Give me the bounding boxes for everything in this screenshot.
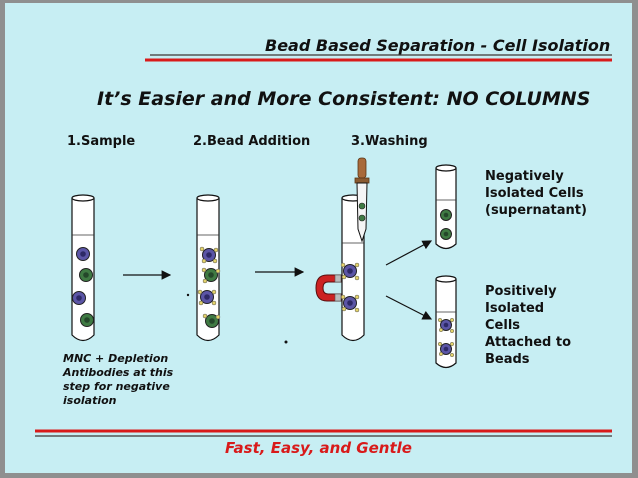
- positive-isolation-label: Positively Isolated Cells Attached to Be…: [485, 284, 572, 367]
- bead-coated-cell: [340, 262, 360, 281]
- bead-coated-cell: [340, 294, 360, 313]
- bead-coated-cell: [437, 317, 455, 334]
- pipette-icon: [354, 157, 370, 243]
- magnet-icon: [315, 274, 342, 302]
- negative-isolation-label: Negatively Isolated Cells (supernatant): [485, 169, 587, 218]
- cell-green: [79, 268, 93, 282]
- tube-positive: [435, 275, 457, 369]
- bead-coated-cell: [199, 246, 219, 264]
- arrow-icon: [385, 295, 433, 320]
- bead-coated-cell: [202, 313, 221, 328]
- tube-negative: [435, 164, 457, 250]
- main-heading: It’s Easier and More Consistent: NO COLU…: [97, 88, 591, 110]
- bead-coated-cell: [197, 289, 217, 306]
- stray-dot: [284, 340, 288, 344]
- step-label-bead-addition: 2.Bead Addition: [193, 134, 311, 149]
- tube-bead-addition: [196, 194, 221, 342]
- cell-green: [440, 228, 452, 240]
- header-title: Bead Based Separation - Cell Isolation: [265, 36, 611, 55]
- cell-green: [80, 313, 94, 327]
- stray-dot: [186, 293, 190, 297]
- slide: Bead Based Separation - Cell Isolation I…: [5, 3, 632, 473]
- bead-coated-cell: [201, 267, 221, 284]
- cell-blue: [76, 247, 90, 261]
- arrow-icon: [385, 240, 433, 266]
- footer-tagline: Fast, Easy, and Gentle: [225, 439, 412, 457]
- cell-green: [440, 209, 452, 221]
- step-label-washing: 3.Washing: [351, 134, 428, 149]
- tube-sample: [71, 194, 95, 342]
- mnc-note: MNC + Depletion Antibodies at this step …: [63, 352, 174, 407]
- bead-coated-cell: [437, 341, 455, 358]
- diagram-art: [35, 54, 612, 437]
- cell-blue: [72, 291, 86, 305]
- step-label-sample: 1.Sample: [67, 134, 136, 149]
